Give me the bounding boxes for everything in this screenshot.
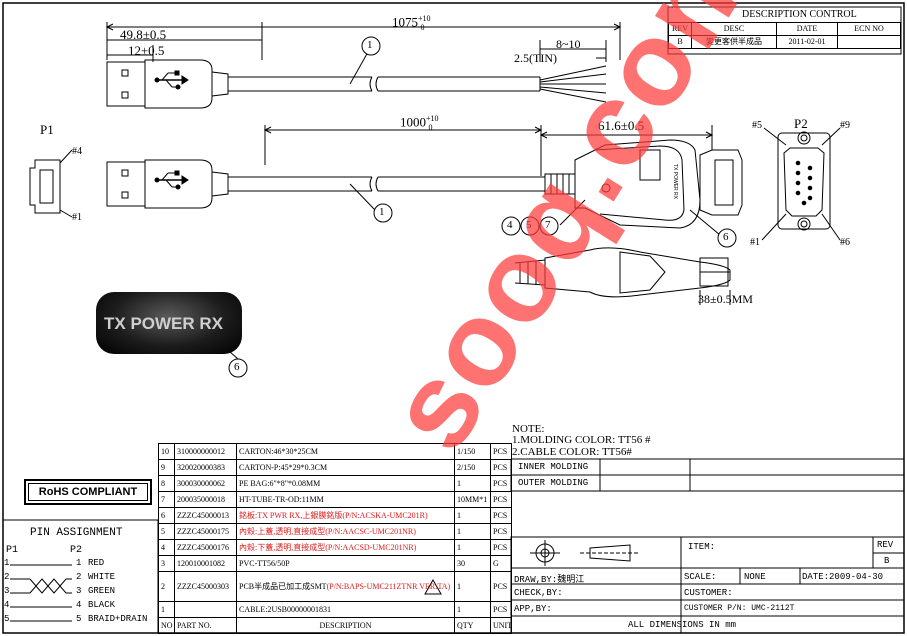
pin-row-signal: RED [88,558,105,568]
bom-header-unit: UNIT [490,617,512,634]
p1-pin4: #4 [72,146,82,157]
pin-row-p2: 1 [76,558,82,568]
pin-row-p2: 2 [76,572,82,582]
callout-6-pill: 6 [234,361,240,373]
callout-1-mid: 1 [379,206,385,218]
ecn-value [837,35,901,49]
pin-row-signal: WHITE [88,572,116,582]
dim-connector: 61.6±0.5 [598,118,645,133]
check-by: CHECK,BY: [514,588,563,598]
connector-print: TX POWER RX [672,164,678,200]
p1-pin1: #1 [72,212,82,223]
inner-molding-label: INNER MOLDING [518,462,589,472]
app-by: APP,BY: [514,604,552,614]
desc-value: 變更客供半成品 [691,35,777,49]
outer-molding-label: OUTER MOLDING [518,478,589,488]
date-header: DATE [776,22,838,36]
pin-row-p1: 4 [4,600,10,610]
molding-label-image: TX POWER RX [96,292,242,354]
dim-overall: 1075+100 [392,14,431,32]
customer-label: CUSTOMER: [684,588,733,598]
callout-1-top: 1 [367,39,373,51]
bom-header-no: NO [158,617,175,634]
date-field: DATE:2009-04-30 [802,572,884,582]
pin-row-p1: 1 [4,558,10,568]
customer-pn: CUSTOMER P/N: UMC-2112T [684,604,795,613]
bom-header-qty: QTY [454,617,491,634]
middle-cable-assembly [106,125,743,305]
p2-pin1: #1 [750,237,760,248]
p2-pin5: #5 [752,120,762,131]
item-label: ITEM: [688,542,716,552]
pin-wiring [10,564,72,622]
dim-od: 38±0.5MM [698,292,753,306]
p1-label: P1 [40,122,54,137]
pin-assignment-title: PIN ASSIGNMENT [30,527,123,539]
pin-col-p2: P2 [70,545,83,556]
dim-plug-body: 12±0.5 [128,43,165,58]
callout-7: 7 [545,219,551,231]
p2-db9-face [761,127,841,241]
scale-value: NONE [744,572,766,582]
callout-4: 4 [507,219,513,231]
callout-5: 5 [526,219,532,231]
pin-row-p2: 5 [76,614,82,624]
rohs-badge: RoHS COMPLIANT [24,479,152,505]
revision-table: REV DESC DATE ECN NO B 變更客供半成品 2011-02-0… [668,22,901,49]
note-title: NOTE: [512,423,545,435]
pin-row-signal: GREEN [88,586,116,596]
p1-socket-view [29,149,73,218]
callout-6-conn: 6 [723,231,729,243]
p2-pin6: #6 [840,237,850,248]
rev-value: B [884,556,890,566]
scale-label: SCALE: [684,572,717,582]
dim-cable: 1000+100 [400,114,439,132]
pin-row-signal: BLACK [88,600,116,610]
usb-symbol-top [154,70,189,90]
date-value: 2011-02-01 [776,35,838,49]
pin-row-p2: 4 [76,600,82,610]
top-cable-assembly [105,22,622,109]
bom-header-part: PART NO. [174,617,237,634]
revision-title: DESCRIPTION CONTROL [742,9,857,20]
ecn-header: ECN NO [837,22,901,36]
p2-pin9: #9 [840,120,850,131]
draw-by: DRAW,BY:魏明江 [514,575,585,585]
note-line1: 1.MOLDING COLOR: TT56 # [512,434,651,446]
pin-row-p2: 3 [76,586,82,596]
pin-row-p1: 3 [4,586,10,596]
rev-label: REV [877,540,894,550]
bom-header-desc: DESCRIPTION [236,617,455,634]
bom-header: NO PART NO. DESCRIPTION QTY UNIT [158,617,512,634]
dim-tin: 2.5(TIN) [514,51,557,65]
pin-row-signal: BRAID+DRAIN [88,614,148,624]
dim-plug-length: 49.8±0.5 [120,27,167,42]
note-line2: 2.CABLE COLOR: TT56# [512,446,632,458]
all-dimensions: ALL DIMENSIONS IN mm [628,620,737,630]
pin-row-p1: 5 [4,614,10,624]
pin-row-p1: 2 [4,572,10,582]
dim-strip: 8~10 [556,37,581,51]
usb-symbol-middle [154,170,189,190]
pin-col-p1: P1 [6,545,19,556]
p2-label: P2 [794,116,808,131]
